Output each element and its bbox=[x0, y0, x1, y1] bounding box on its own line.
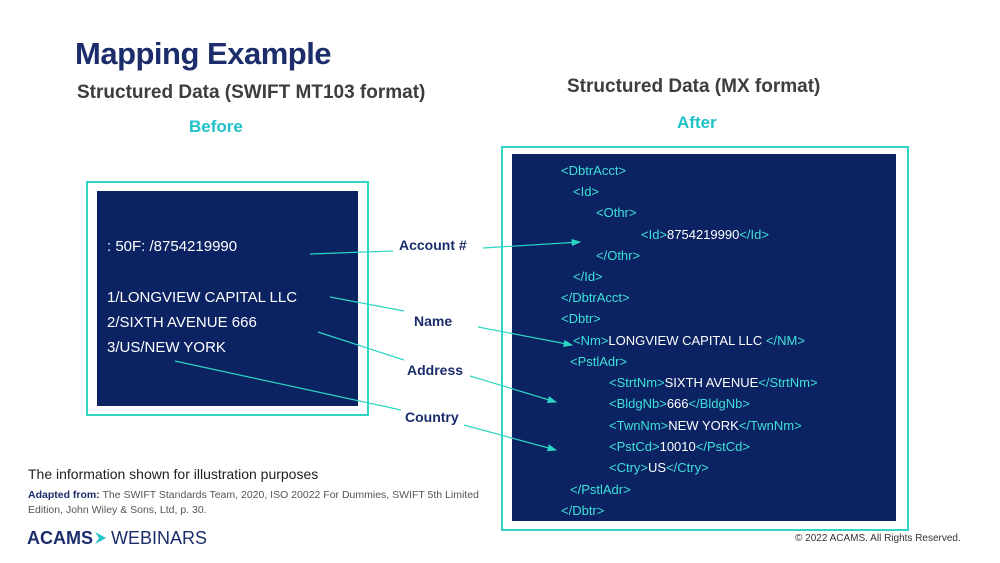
left-subtitle: Structured Data (SWIFT MT103 format) bbox=[77, 82, 426, 103]
xml-line: <Id> bbox=[573, 181, 599, 202]
address-arrow bbox=[469, 375, 558, 404]
xml-line: <TwnNm>NEW YORK</TwnNm> bbox=[609, 415, 802, 436]
account-arrow bbox=[482, 238, 582, 249]
xml-line: <PstCd>10010</PstCd> bbox=[609, 436, 750, 457]
xml-line: <DbtrAcct> bbox=[561, 160, 626, 181]
country-arrow bbox=[463, 424, 558, 452]
xml-tag: </PstlAdr> bbox=[570, 482, 631, 497]
address-source-line bbox=[317, 331, 405, 361]
xml-tag: <Othr> bbox=[596, 205, 637, 220]
logo-webinars: WEBINARS bbox=[111, 528, 208, 548]
xml-tag: </Ctry> bbox=[666, 460, 709, 475]
account-source-line bbox=[309, 250, 394, 255]
illustration-disclaimer: The information shown for illustration p… bbox=[28, 466, 319, 482]
xml-tag: <Dbtr> bbox=[561, 311, 601, 326]
logo-acams: ACAMS bbox=[27, 528, 93, 548]
mx-box bbox=[501, 146, 909, 531]
xml-line: <Nm>LONGVIEW CAPITAL LLC </NM> bbox=[573, 330, 805, 351]
xml-tag: <Id> bbox=[641, 227, 668, 242]
xml-tag: </DbtrAcct> bbox=[561, 290, 630, 305]
address-label: Address bbox=[407, 362, 464, 378]
country-label: Country bbox=[405, 409, 459, 425]
xml-tag: </BldgNb> bbox=[688, 396, 750, 411]
xml-line: <Othr> bbox=[596, 202, 636, 223]
mt103-panel bbox=[97, 191, 358, 406]
xml-tag: </Dbtr> bbox=[561, 503, 605, 518]
xml-line: <Id>8754219990</Id> bbox=[641, 224, 769, 245]
xml-value: US bbox=[648, 460, 667, 475]
xml-tag: </Othr> bbox=[596, 248, 641, 263]
xml-tag: </NM> bbox=[765, 333, 805, 348]
before-heading: Before bbox=[189, 117, 243, 136]
mt103-name-line: 1/LONGVIEW CAPITAL LLC bbox=[107, 289, 298, 306]
mt103-box bbox=[86, 181, 369, 416]
xml-tag: </Id> bbox=[739, 227, 769, 242]
name-arrow bbox=[477, 326, 574, 347]
xml-tag: <BldgNb> bbox=[609, 396, 667, 411]
mt103-country-line: 3/US/NEW YORK bbox=[107, 339, 226, 356]
xml-tag: <StrtNm> bbox=[609, 375, 665, 390]
source-citation: Adapted from: The SWIFT Standards Team, … bbox=[28, 488, 488, 518]
xml-tag: <Id> bbox=[573, 184, 600, 199]
name-source-line bbox=[329, 296, 405, 312]
xml-value: NEW YORK bbox=[668, 418, 739, 433]
xml-tag: <Ctry> bbox=[609, 460, 649, 475]
xml-tag: <PstCd> bbox=[609, 439, 660, 454]
right-subtitle: Structured Data (MX format) bbox=[567, 76, 821, 97]
account-label: Account # bbox=[399, 237, 467, 253]
xml-tag: </StrtNm> bbox=[758, 375, 818, 390]
xml-tag: <DbtrAcct> bbox=[561, 163, 627, 178]
xml-tag: <PstlAdr> bbox=[570, 354, 628, 369]
country-source-line bbox=[174, 360, 402, 411]
xml-line: <PstlAdr> bbox=[570, 351, 627, 372]
mt103-address-line: 2/SIXTH AVENUE 666 bbox=[107, 314, 257, 331]
xml-value: SIXTH AVENUE bbox=[664, 375, 759, 390]
xml-tag: <TwnNm> bbox=[609, 418, 669, 433]
xml-line: </PstlAdr> bbox=[570, 479, 631, 500]
source-text: The SWIFT Standards Team, 2020, ISO 2002… bbox=[28, 489, 479, 516]
source-prefix: Adapted from: bbox=[28, 489, 100, 501]
xml-tag: </TwnNm> bbox=[738, 418, 802, 433]
xml-line: <BldgNb>666</BldgNb> bbox=[609, 393, 750, 414]
xml-line: <StrtNm>SIXTH AVENUE</StrtNm> bbox=[609, 372, 818, 393]
after-heading: After bbox=[677, 113, 717, 132]
xml-value: 10010 bbox=[659, 439, 696, 454]
xml-line: <Ctry>US</Ctry> bbox=[609, 457, 709, 478]
name-label: Name bbox=[414, 313, 453, 329]
mx-panel bbox=[512, 154, 896, 521]
xml-value: 8754219990 bbox=[667, 227, 740, 242]
xml-line: </Dbtr> bbox=[561, 500, 604, 521]
xml-line: </DbtrAcct> bbox=[561, 287, 630, 308]
xml-line: <Dbtr> bbox=[561, 308, 601, 329]
xml-tag: </Id> bbox=[573, 269, 603, 284]
mt103-account-line: : 50F: /8754219990 bbox=[107, 238, 238, 255]
xml-value: LONGVIEW CAPITAL LLC bbox=[608, 333, 766, 348]
copyright-notice: © 2022 ACAMS. All Rights Reserved. bbox=[795, 533, 961, 544]
page-title: Mapping Example bbox=[75, 36, 332, 71]
acams-webinars-logo: ACAMS WEBINARS bbox=[27, 528, 207, 549]
logo-chevron-icon bbox=[95, 532, 106, 544]
xml-tag: <Nm> bbox=[573, 333, 609, 348]
xml-value: 666 bbox=[666, 396, 689, 411]
xml-line: </Othr> bbox=[596, 245, 640, 266]
xml-line: </Id> bbox=[573, 266, 603, 287]
xml-tag: </PstCd> bbox=[695, 439, 750, 454]
